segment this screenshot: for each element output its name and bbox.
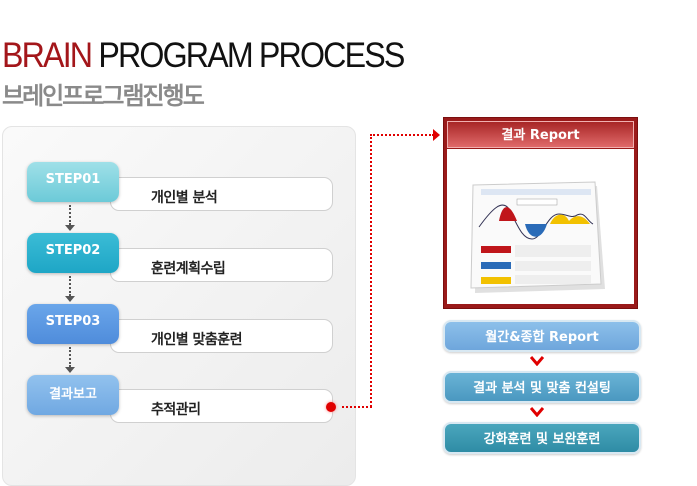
connector-dot-icon (326, 402, 336, 412)
monthly-report-box: 월간&종합 Report (443, 320, 641, 352)
page-subtitle: 브레인프로그램진행도 (2, 82, 205, 110)
reinforcement-training-box: 강화훈련 및 보완훈련 (443, 422, 641, 454)
report-title: 결과 Report (447, 121, 634, 148)
step-label-2: 훈련계획수립 (110, 248, 333, 282)
step-badge-4: 결과보고 (27, 375, 119, 415)
report-document-icon (470, 181, 605, 293)
arrow-right-icon (433, 129, 440, 141)
arrow-line (69, 205, 71, 225)
page-title: BRAIN PROGRAM PROCESS (2, 36, 405, 76)
title-highlight: BRAIN (2, 36, 93, 75)
connector-line (342, 406, 372, 408)
step-badge-2: STEP02 (27, 233, 119, 273)
step-label-4: 추적관리 (110, 389, 333, 423)
title-rest: PROGRAM PROCESS (91, 36, 405, 75)
chevron-down-icon (530, 356, 544, 366)
arrow-line (69, 276, 71, 296)
result-report-card: 결과 Report (443, 117, 638, 309)
chevron-down-icon (530, 407, 544, 417)
arrow-down-icon (65, 367, 75, 373)
step-label-1: 개인별 분석 (110, 177, 333, 211)
step-label-3: 개인별 맞춤훈련 (110, 319, 333, 353)
connector-line (370, 134, 434, 136)
step-badge-3: STEP03 (27, 304, 119, 344)
connector-line (370, 134, 372, 407)
report-preview-image (447, 149, 634, 304)
arrow-line (69, 347, 71, 367)
step-badge-1: STEP01 (27, 162, 119, 202)
arrow-down-icon (65, 296, 75, 302)
arrow-down-icon (65, 225, 75, 231)
consulting-box: 결과 분석 및 맞춤 컨설팅 (443, 371, 641, 403)
